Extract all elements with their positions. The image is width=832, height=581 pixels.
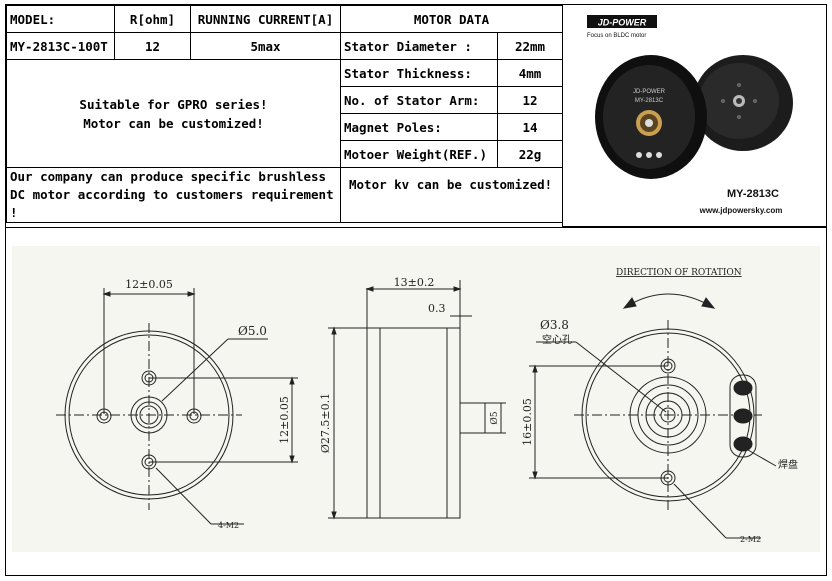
photo-website: www.jdpowersky.com	[699, 206, 783, 215]
front-screw-label: 4-M2	[218, 521, 239, 530]
side-view	[328, 280, 506, 520]
product-photo: JD-POWER Focus on BLDC motor JD-POWER MY…	[562, 5, 826, 227]
side-gap-label: 0.3	[428, 302, 446, 315]
brand-tagline: Focus on BLDC motor	[587, 33, 646, 39]
spec-sheet: MODEL: R[ohm] RUNNING CURRENT[A] MOTOR D…	[5, 4, 827, 576]
side-diameter-label: Ø27.5±0.1	[319, 393, 332, 453]
rear-hole-chinese-label: 空心孔	[542, 333, 572, 346]
side-height-label: 13±0.2	[394, 276, 435, 289]
spec-label: Stator Diameter :	[340, 32, 498, 60]
header-motor-data: MOTOR DATA	[340, 5, 563, 33]
header-model: MODEL:	[6, 5, 115, 33]
current-value: 5max	[190, 32, 341, 60]
header-current: RUNNING CURRENT[A]	[190, 5, 341, 33]
spec-value: 14	[497, 113, 563, 141]
spec-label: Magnet Poles:	[340, 113, 498, 141]
front-vertical-pitch-label: 12±0.05	[278, 396, 291, 444]
rear-screw-label: 2-M2	[740, 535, 761, 544]
motor-model-print: MY-2813C	[635, 98, 664, 104]
rotation-title: DIRECTION OF ROTATION	[616, 268, 742, 278]
rear-view	[529, 293, 777, 539]
spec-value: 22mm	[497, 32, 563, 60]
brand-name: JD-POWER	[598, 18, 647, 28]
center-hole-label: Ø5.0	[238, 324, 267, 338]
shaft-diameter-label: Ø5	[489, 411, 500, 424]
solder-pad-label: 焊盘	[778, 458, 798, 471]
motor-brand-print: JD-POWER	[633, 89, 666, 95]
drawing-canvas: 12±0.05 Ø5.0 12±0.05 4-M2 13±0.2 0.3 Ø27…	[12, 246, 820, 552]
compatibility-message: Suitable for GPRO series! Motor can be c…	[6, 59, 341, 168]
spec-label: No. of Stator Arm:	[340, 86, 498, 114]
resistance-value: 12	[114, 32, 191, 60]
brand-logo	[587, 15, 657, 28]
spec-label: Stator Thickness:	[340, 59, 498, 87]
front-pitch-label: 12±0.05	[125, 278, 173, 291]
header-resistance: R[ohm]	[114, 5, 191, 33]
spec-table: MODEL: R[ohm] RUNNING CURRENT[A] MOTOR D…	[6, 5, 563, 223]
rear-hole-label: Ø3.8	[540, 318, 569, 332]
kv-note: Motor kv can be customized!	[340, 167, 563, 223]
rear-vertical-pitch-label: 16±0.05	[521, 398, 534, 446]
technical-drawing: 12±0.05 Ø5.0 12±0.05 4-M2 13±0.2 0.3 Ø27…	[6, 227, 826, 576]
model-value: MY-2813C-100T	[6, 32, 115, 60]
message-line-1: Suitable for GPRO series!	[79, 96, 268, 112]
company-note: Our company can produce specific brushle…	[6, 167, 341, 223]
spec-value: 22g	[497, 140, 563, 168]
spec-value: 4mm	[497, 59, 563, 87]
spec-value: 12	[497, 86, 563, 114]
front-view	[56, 288, 298, 525]
message-line-2: Motor can be customized!	[83, 115, 264, 131]
motor-photo-image: JD-POWER Focus on BLDC motor JD-POWER MY…	[563, 5, 825, 225]
photo-model-label: MY-2813C	[727, 188, 779, 200]
spec-label: Motoer Weight(REF.)	[340, 140, 498, 168]
